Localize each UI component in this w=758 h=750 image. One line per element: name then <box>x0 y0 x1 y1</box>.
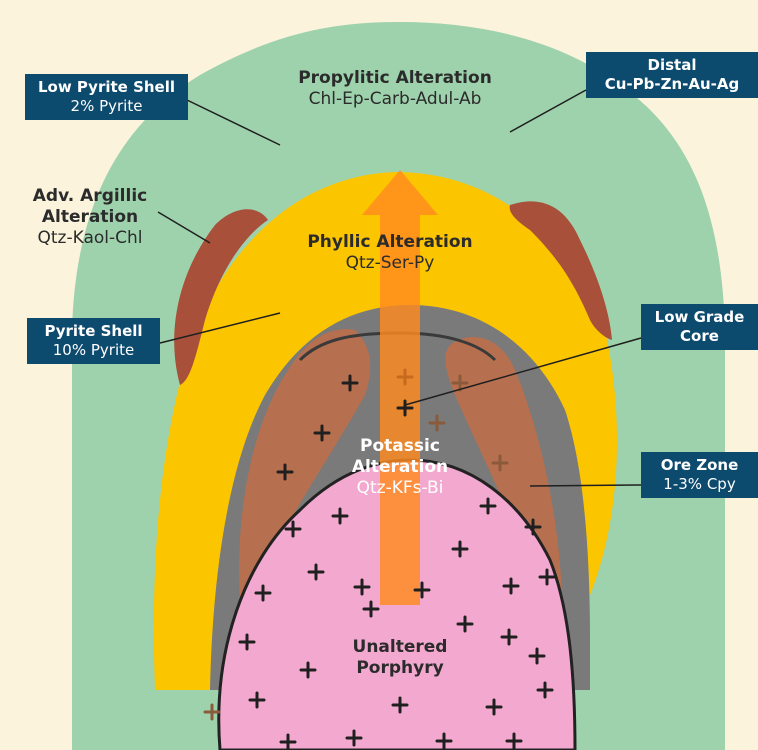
low-grade-core-callout: Low Grade Core <box>641 304 758 350</box>
distal-callout: Distal Cu-Pb-Zn-Au-Ag <box>586 52 758 98</box>
porphyry-line2: Porphyry <box>330 658 470 679</box>
ore-zone-title: Ore Zone <box>647 456 752 475</box>
pyrite-shell-detail: 10% Pyrite <box>33 341 154 360</box>
low-pyrite-shell-detail: 2% Pyrite <box>31 97 182 116</box>
potassic-minerals: Qtz-KFs-Bi <box>330 478 470 499</box>
pyrite-shell-callout: Pyrite Shell 10% Pyrite <box>27 318 160 364</box>
distal-title-line1: Distal <box>592 56 752 75</box>
propylitic-title: Propylitic Alteration <box>270 68 520 89</box>
adv-argillic-title-line1: Adv. Argillic <box>20 186 160 207</box>
adv-argillic-label: Adv. Argillic Alteration Qtz-Kaol-Chl <box>20 186 160 249</box>
potassic-title-line2: Alteration <box>330 457 470 478</box>
porphyry-line1: Unaltered <box>330 637 470 658</box>
propylitic-label: Propylitic Alteration Chl-Ep-Carb-Adul-A… <box>270 68 520 110</box>
adv-argillic-title-line2: Alteration <box>20 207 160 228</box>
porphyry-label: Unaltered Porphyry <box>330 637 470 679</box>
adv-argillic-minerals: Qtz-Kaol-Chl <box>20 228 160 249</box>
pyrite-shell-title: Pyrite Shell <box>33 322 154 341</box>
phyllic-minerals: Qtz-Ser-Py <box>280 253 500 274</box>
phyllic-title: Phyllic Alteration <box>280 232 500 253</box>
phyllic-label: Phyllic Alteration Qtz-Ser-Py <box>280 232 500 274</box>
potassic-title-line1: Potassic <box>330 436 470 457</box>
potassic-label: Potassic Alteration Qtz-KFs-Bi <box>330 436 470 499</box>
ore-zone-callout: Ore Zone 1-3% Cpy <box>641 452 758 498</box>
low-grade-core-line2: Core <box>647 327 752 346</box>
low-pyrite-shell-title: Low Pyrite Shell <box>31 78 182 97</box>
distal-title-line2: Cu-Pb-Zn-Au-Ag <box>592 75 752 94</box>
propylitic-minerals: Chl-Ep-Carb-Adul-Ab <box>270 89 520 110</box>
ore-zone-detail: 1-3% Cpy <box>647 475 752 494</box>
low-pyrite-shell-callout: Low Pyrite Shell 2% Pyrite <box>25 74 188 120</box>
low-grade-core-line1: Low Grade <box>647 308 752 327</box>
